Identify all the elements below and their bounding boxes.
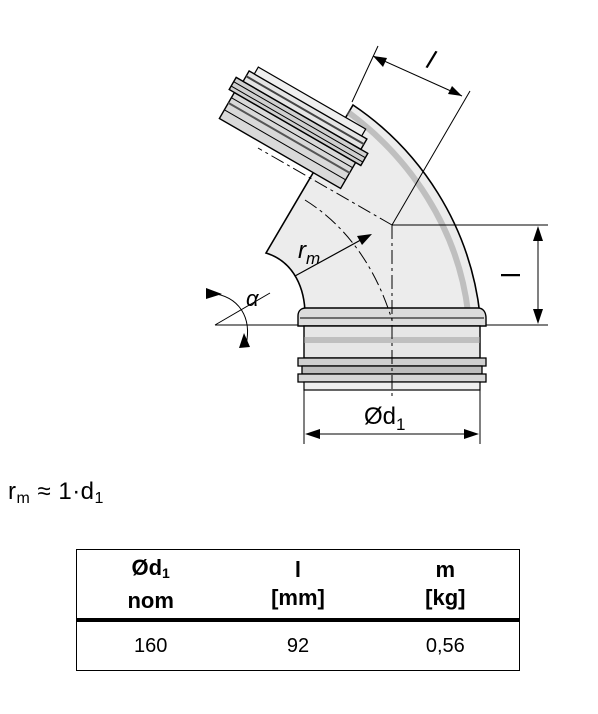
label-radius: rm [298,237,320,268]
dim-diag-line [372,55,463,97]
label-alpha: α [246,286,260,311]
angled-sleeve [218,66,369,190]
bend-shading [346,109,471,313]
cell-mass: 0,56 [425,634,465,657]
spec-table: Ød1 nom l [mm] m [kg] 160 92 0,56 [76,549,520,671]
radius-arrowhead [357,234,372,245]
dim-diag-arrow-2 [448,86,462,96]
angle-arrowhead-bottom [239,333,250,348]
header-mass: m [kg] [425,557,466,610]
angle-arc [209,292,248,346]
dim-vert-arrow-1 [533,226,543,241]
centerline-arc [304,199,393,321]
dim-dia-arrow-2 [464,429,479,439]
angle-arrowhead-top [206,288,222,299]
table-row: 160 92 0,56 [77,622,519,670]
duct-bend-drawing: l l rm α Ød1 [206,45,548,444]
label-l-vertical: l [496,272,526,278]
header-diameter: Ød1 nom [127,554,174,613]
label-diameter: Ød1 [364,403,405,434]
dim-dia-arrow-1 [305,429,320,439]
radius-formula: rm ≈ 1·d1 [8,478,104,507]
centerline-angled [257,147,393,226]
dim-vert-arrow-2 [533,309,543,324]
label-l-diagonal: l [423,45,440,76]
angle-leg [214,292,271,326]
cell-diameter: 160 [133,634,168,657]
dim-diag-ext-1 [351,45,379,103]
dim-diag-ext-2 [391,90,471,226]
dim-diag-arrow-1 [373,56,387,67]
table-header-row: Ød1 nom l [mm] m [kg] [77,550,519,622]
radius-arrow-line [294,235,369,277]
header-length: l [mm] [271,557,325,610]
cell-length: 92 [286,634,310,657]
